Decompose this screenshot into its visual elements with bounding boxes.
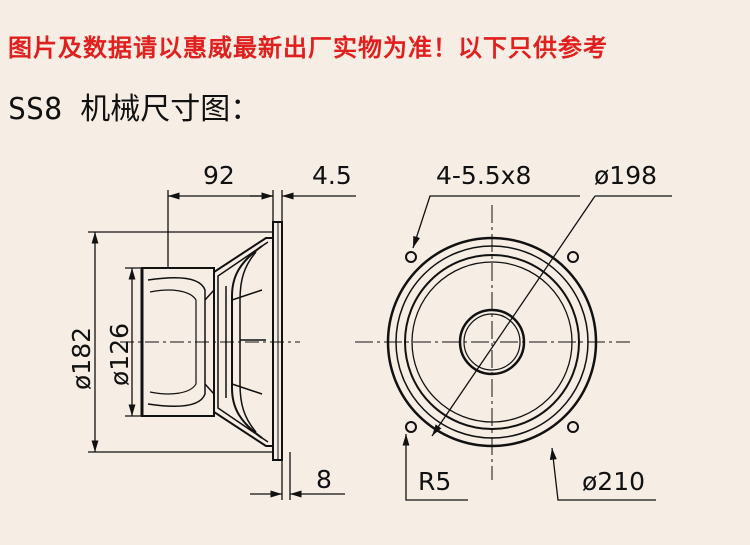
cone-ring xyxy=(404,254,580,430)
dim-magnet-label: ø126 xyxy=(105,323,134,386)
disclaimer-notice: 图片及数据请以惠威最新出厂实物为准！以下只供参考 xyxy=(8,34,608,62)
side-dimensions xyxy=(88,190,356,500)
dim-rear-flange-label: 8 xyxy=(316,465,332,494)
dim-holes-label: 4-5.5x8 xyxy=(436,161,531,190)
dim-depth-label: 92 xyxy=(203,161,235,190)
front-dimensions xyxy=(402,195,672,501)
mount-hole xyxy=(567,421,579,433)
mount-hole xyxy=(567,251,579,263)
dim-mount-diameter-label: ø198 xyxy=(594,161,657,190)
dim-height-label: ø182 xyxy=(67,327,96,390)
side-view xyxy=(120,221,300,461)
drawing-title: SS8 机械尺寸图： xyxy=(8,92,261,127)
dim-flange-label: 4.5 xyxy=(312,161,352,190)
mount-hole xyxy=(405,251,417,263)
dim-outer-diameter-label: ø210 xyxy=(582,467,645,496)
mount-hole xyxy=(405,421,417,433)
dim-radius-label: R5 xyxy=(418,467,451,496)
front-view xyxy=(355,205,630,480)
